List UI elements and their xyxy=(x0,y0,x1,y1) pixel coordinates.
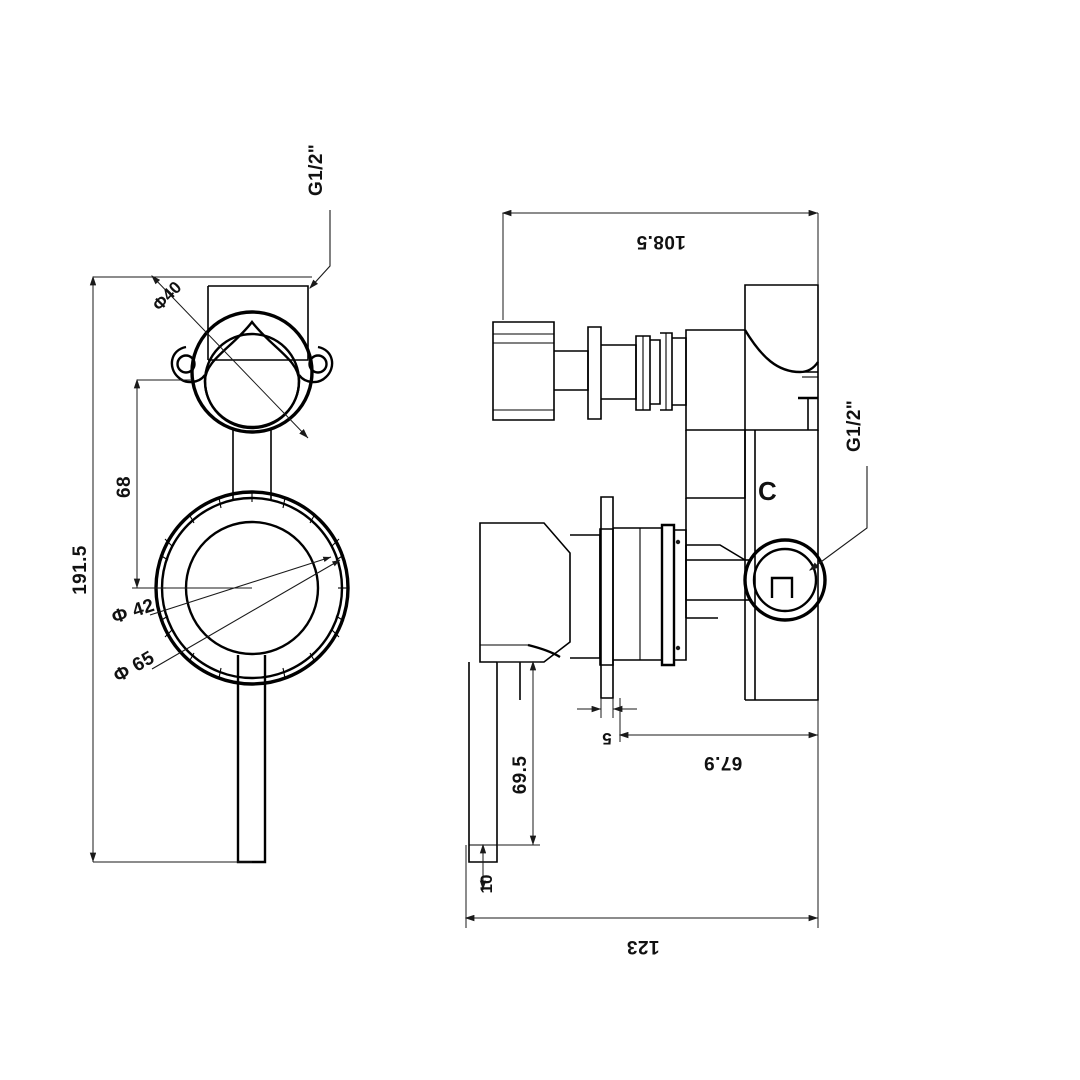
outlet-marker-label: C xyxy=(758,476,777,506)
side-outlet-ring xyxy=(743,538,827,622)
dim-centres-spacing-label: 68 xyxy=(114,476,135,498)
dim-body-depth: 67.9 xyxy=(618,698,819,773)
dim-handle-length-label: 69.5 xyxy=(510,756,531,795)
dim-handle-tip: 10 xyxy=(465,843,520,900)
dim-overall-width-bottom-label: 123 xyxy=(627,936,660,957)
dim-body-depth-label: 67.9 xyxy=(704,752,743,773)
dim-inlet-thread: G1/2" xyxy=(306,144,331,289)
front-plate-knurl xyxy=(156,492,348,679)
dim-overall-width-top-label: 108.5 xyxy=(636,231,686,252)
dim-handle-tip-label: 10 xyxy=(477,875,496,894)
dim-overall-width-top: 108.5 xyxy=(501,209,819,320)
dim-outlet-thread-label: G1/2" xyxy=(844,400,865,452)
dim-plate-thickness: 5 xyxy=(577,698,637,748)
dim-overall-height-label: 191.5 xyxy=(70,545,91,595)
side-view-dimensions: 108.5 123 67.9 5 69.5 xyxy=(464,209,868,957)
dim-inlet-thread-label: G1/2" xyxy=(306,144,327,196)
front-neck xyxy=(232,428,272,500)
dim-plate-thickness-label: 5 xyxy=(602,729,611,748)
dim-outlet-thread: G1/2" xyxy=(809,400,868,571)
